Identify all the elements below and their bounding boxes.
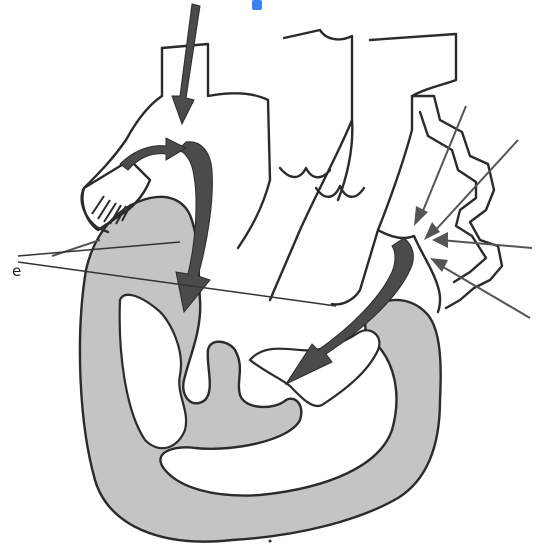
stray-mark: e (12, 262, 21, 280)
stray-dot (269, 540, 272, 543)
flow-arrow-ivc-up (120, 138, 186, 170)
flow-arrow-svc-down (172, 4, 200, 124)
pulmonary-artery (270, 30, 352, 300)
top-marker (252, 0, 262, 10)
pulmonary-valve-curves (280, 168, 330, 177)
